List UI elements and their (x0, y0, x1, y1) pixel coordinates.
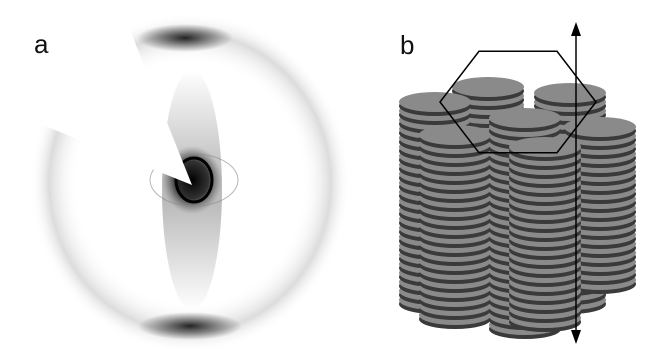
bottom-arc (138, 312, 242, 340)
panel-b-columnar-model: b (360, 0, 648, 349)
disc (509, 137, 581, 157)
disc (564, 117, 636, 137)
panel-a-diffraction-image: a (0, 0, 350, 349)
axis-arrow-up (571, 22, 581, 36)
axis-arrow-down (571, 330, 581, 344)
disc (452, 77, 524, 97)
disc (419, 125, 491, 145)
disc (489, 108, 561, 128)
panel-label-b: b (396, 30, 418, 60)
top-arc (137, 24, 233, 52)
disc (399, 92, 471, 112)
diffraction-pattern (0, 0, 350, 349)
panel-label-a: a (30, 29, 52, 59)
